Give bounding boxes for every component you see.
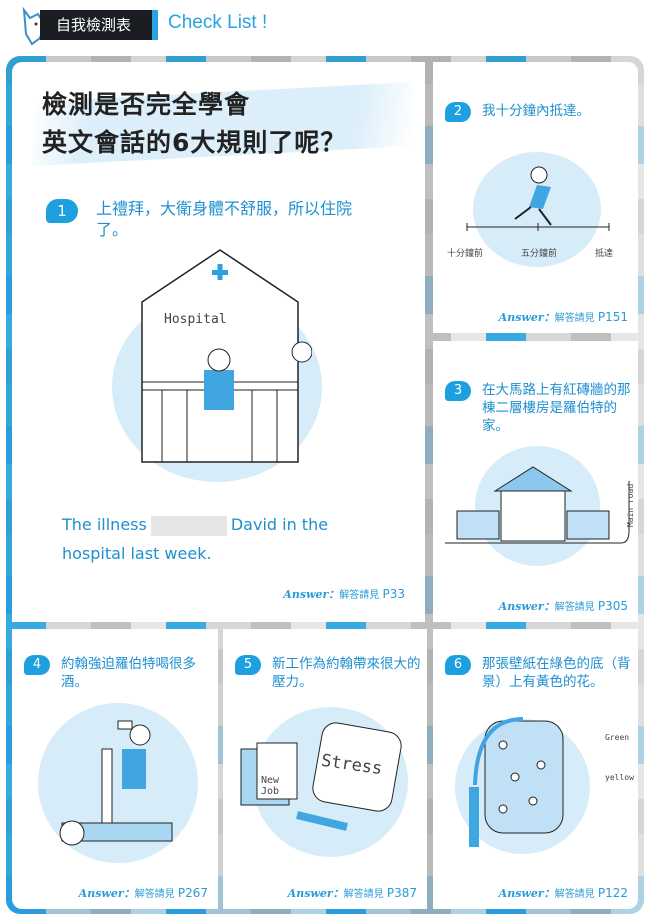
title-line-2: 英文會話的6大規則了呢？ <box>42 128 347 157</box>
question-number: 3 <box>445 381 471 401</box>
question-panel-2: 2 我十分鐘內抵達。 十分鐘前 五分鐘前 抵達 Answer：解答請見 P151 <box>433 62 638 333</box>
answer-page: P151 <box>597 310 628 324</box>
question-panel-1: 檢測是否完全學會 英文會話的6大規則了呢？ 1 上禮拜，大衛身體不舒服，所以住院… <box>12 62 425 622</box>
section-title-en: Check List ! <box>168 12 268 33</box>
answer-label: Answer： <box>498 600 555 613</box>
answer-prefix: 解答請見 <box>554 313 595 324</box>
page-title: 檢測是否完全學會 英文會話的6大規則了呢？ <box>42 86 346 162</box>
answer-page: P387 <box>386 886 417 900</box>
question-number: 4 <box>24 655 50 675</box>
answer-ref: Answer：解答請見 P151 <box>499 309 628 325</box>
question-panel-4: 4 約翰強迫羅伯特喝很多酒。 Answer：解答請見 P267 <box>12 629 218 909</box>
answer-prefix: 解答請見 <box>339 590 380 601</box>
hospital-sign: Hospital <box>164 312 227 327</box>
timeline-label: 抵達 <box>595 249 614 259</box>
road-label: Main road <box>626 483 636 528</box>
green-label: Green <box>605 733 630 742</box>
answer-page: P33 <box>382 587 405 601</box>
question-number: 6 <box>445 655 471 675</box>
drinking-illustration <box>59 720 173 846</box>
question-text: 在大馬路上有紅磚牆的那棟二層樓房是羅伯特的家。 <box>482 382 631 434</box>
timeline-label: 十分鐘前 <box>447 249 484 259</box>
question-text: 約翰強迫羅伯特喝很多酒。 <box>61 656 196 690</box>
house-illustration <box>445 466 630 544</box>
question-number: 2 <box>445 102 471 122</box>
question-number: 1 <box>46 199 78 223</box>
answer-ref: Answer：解答請見 P267 <box>79 885 208 901</box>
answer-label: Answer： <box>78 887 135 900</box>
question-panel-3: 3 在大馬路上有紅磚牆的那棟二層樓房是羅伯特的家。 Main road Answ… <box>433 341 638 622</box>
answer-prefix: 解答請見 <box>554 889 595 900</box>
sentence-after: David in the hospital last week. <box>62 515 329 563</box>
question-number: 5 <box>235 655 261 675</box>
answer-blank[interactable] <box>150 515 227 536</box>
sentence-before: The illness <box>62 515 147 534</box>
running-man-illustration <box>466 166 610 231</box>
answer-prefix: 解答請見 <box>554 602 595 613</box>
yellow-label: yellow <box>605 773 634 782</box>
question-panel-6: 6 那張壁紙在綠色的底（背景）上有黃色的花。 Green yellow Answ… <box>433 629 638 909</box>
answer-page: P305 <box>597 599 628 613</box>
answer-prefix: 解答請見 <box>343 889 384 900</box>
section-tag: 自我檢測表 <box>40 10 158 40</box>
answer-ref: Answer：解答請見 P387 <box>288 885 417 901</box>
stress-illustration <box>240 722 402 831</box>
title-line-1: 檢測是否完全學會 <box>42 90 251 119</box>
answer-label: Answer： <box>283 588 340 601</box>
answer-ref: Answer：解答請見 P33 <box>283 586 405 602</box>
timeline-label: 五分鐘前 <box>521 249 558 259</box>
answer-page: P267 <box>177 886 208 900</box>
question-panel-5: 5 新工作為約翰帶來很大的壓力。 Stress New Job Answer：解… <box>223 629 427 909</box>
answer-page: P122 <box>597 886 628 900</box>
hospital-illustration <box>141 249 312 463</box>
answer-label: Answer： <box>287 887 344 900</box>
question-text: 那張壁紙在綠色的底（背景）上有黃色的花。 <box>482 656 631 690</box>
question-text: 新工作為約翰帶來很大的壓力。 <box>272 656 421 690</box>
question-text: 我十分鐘內抵達。 <box>482 103 590 119</box>
answer-ref: Answer：解答請見 P305 <box>499 598 628 614</box>
answer-label: Answer： <box>498 887 555 900</box>
wallpaper-illustration <box>469 717 564 847</box>
question-text: 上禮拜，大衛身體不舒服，所以住院了。 <box>96 199 353 239</box>
answer-ref: Answer：解答請見 P122 <box>499 885 628 901</box>
answer-label: Answer： <box>498 311 555 324</box>
new-job-label: New Job <box>261 775 280 797</box>
answer-prefix: 解答請見 <box>134 889 175 900</box>
